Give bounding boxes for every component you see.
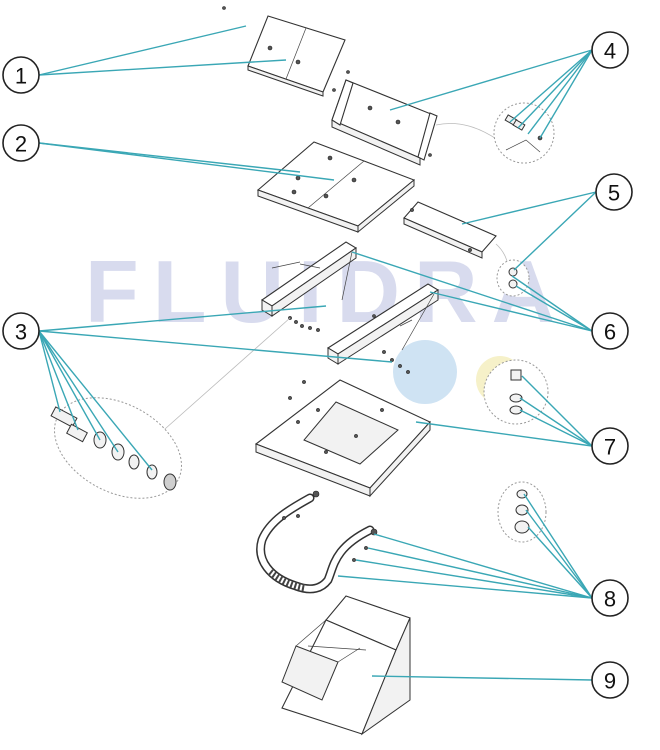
callout-8-label: 8 bbox=[604, 587, 616, 612]
callout-1-label: 1 bbox=[15, 64, 27, 89]
callout-9-label: 9 bbox=[604, 669, 616, 694]
callout-9: 9 bbox=[591, 661, 629, 699]
part-4-detail-bubble bbox=[493, 102, 555, 164]
part-1-lid bbox=[222, 6, 346, 97]
watermark-text: FLUIDRA bbox=[85, 242, 569, 341]
callout-2-label: 2 bbox=[15, 132, 27, 157]
callout-4: 4 bbox=[591, 31, 629, 69]
callout-7-label: 7 bbox=[604, 435, 616, 460]
leader-lines bbox=[38, 25, 597, 681]
callout-2: 2 bbox=[2, 124, 40, 162]
part-8-hose bbox=[256, 490, 378, 594]
part-8-detail bbox=[497, 481, 547, 543]
callout-8: 8 bbox=[591, 579, 629, 617]
part-5-detail bbox=[496, 259, 530, 297]
callout-3-label: 3 bbox=[15, 320, 27, 345]
callout-6-label: 6 bbox=[604, 320, 616, 345]
part-7-base-tray bbox=[254, 379, 431, 498]
callout-5-label: 5 bbox=[608, 181, 620, 206]
watermark: FLUIDRA bbox=[85, 242, 569, 404]
callout-7: 7 bbox=[591, 427, 629, 465]
watermark-blue-blob bbox=[393, 340, 457, 404]
part-2-main-plate bbox=[256, 141, 416, 234]
part-7-detail bbox=[483, 359, 549, 425]
part-6-rails bbox=[260, 241, 440, 365]
part-9-hopper bbox=[281, 595, 411, 736]
callout-6: 6 bbox=[591, 312, 629, 350]
part-4-frame-support bbox=[331, 70, 499, 166]
callout-1: 1 bbox=[2, 56, 40, 94]
part-3-detail bbox=[50, 397, 182, 499]
callout-3: 3 bbox=[2, 312, 40, 350]
callout-5: 5 bbox=[595, 173, 633, 211]
callout-4-label: 4 bbox=[604, 39, 616, 64]
